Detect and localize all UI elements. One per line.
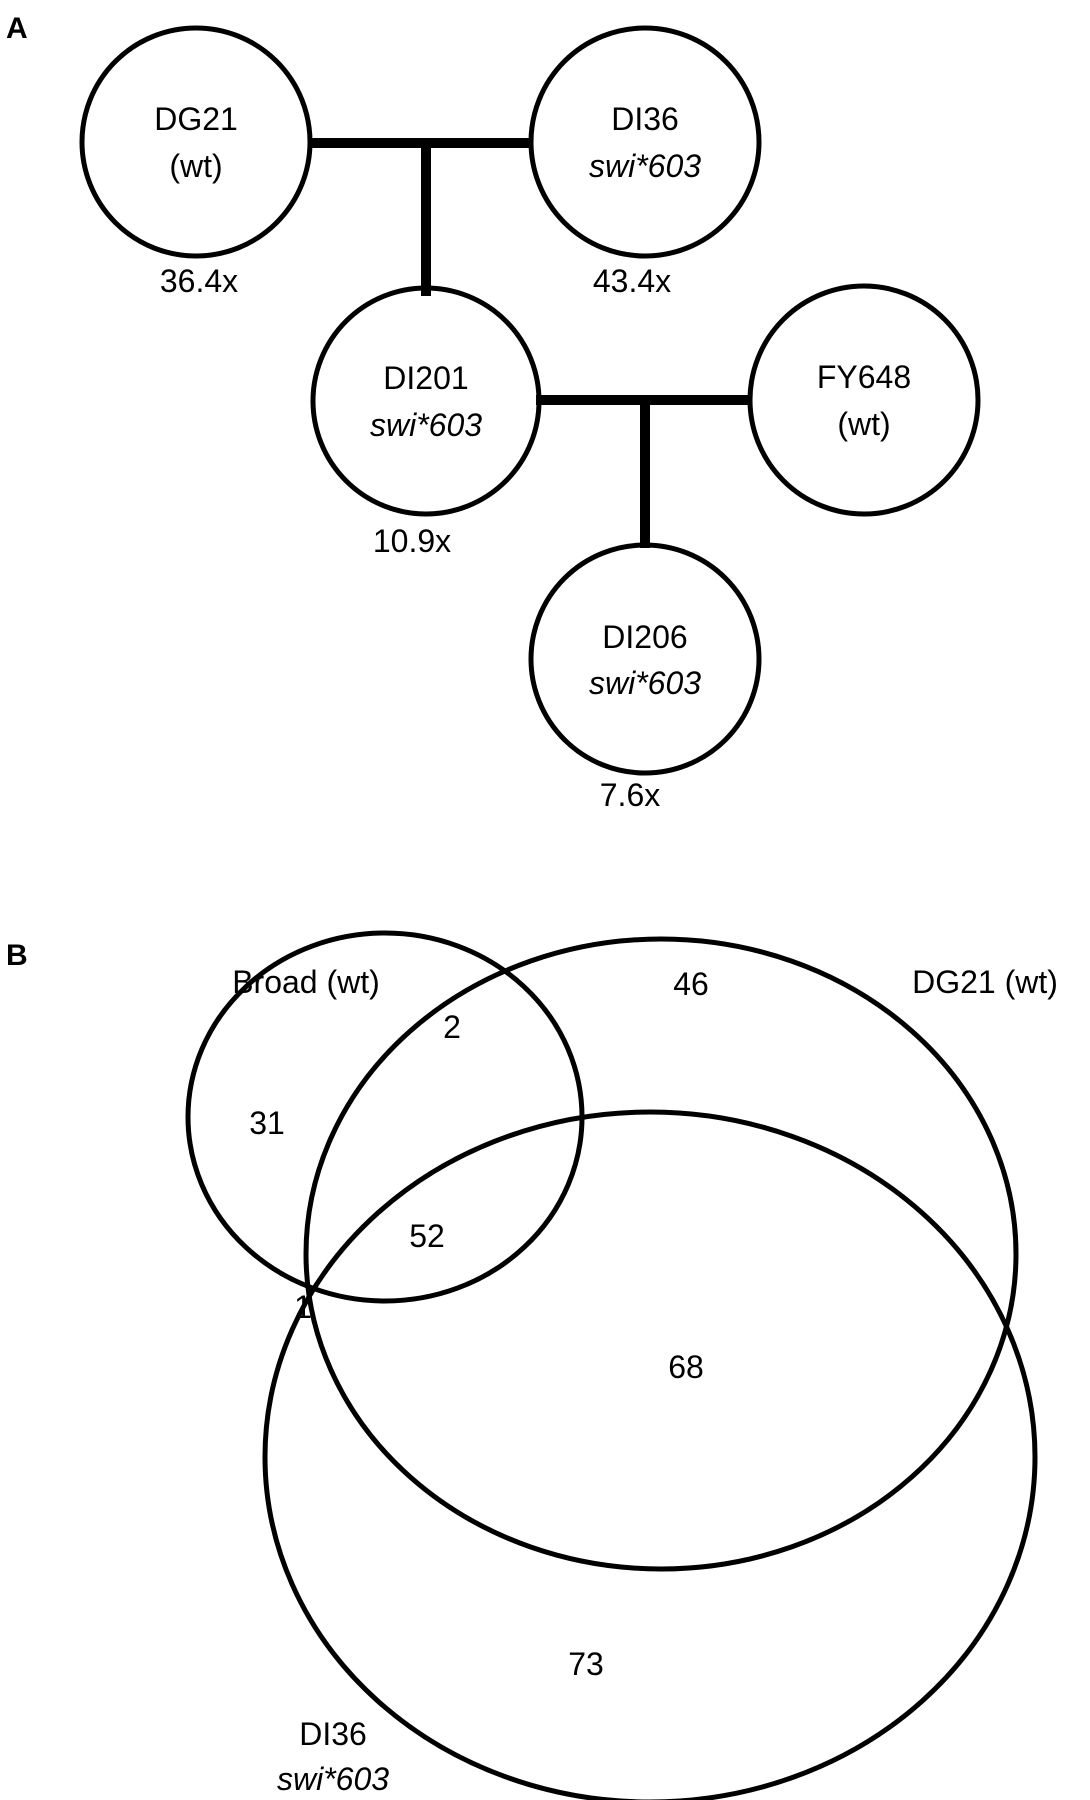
strain-coverage: 36.4x [160, 263, 238, 299]
strain-node-dg21: DG21 (wt) 36.4x [79, 25, 313, 299]
strain-name: DI206 [602, 619, 687, 655]
venn-set-dg21 [303, 936, 1019, 1572]
venn-count-di36-only: 73 [568, 1646, 604, 1682]
strain-coverage: 10.9x [373, 523, 451, 559]
strain-node-di206: DI206 swi*603 7.6x [528, 542, 762, 813]
venn-count-broad-di36: 1 [294, 1289, 312, 1325]
venn-count-broad-dg21: 2 [443, 1009, 461, 1045]
venn-count-broad-only: 31 [249, 1105, 285, 1141]
strain-coverage: 7.6x [600, 777, 660, 813]
venn-count-all-three: 52 [409, 1218, 445, 1254]
panel-b-label: B [6, 939, 28, 972]
panel-a-label: A [6, 12, 28, 45]
strain-genotype: swi*603 [370, 407, 482, 443]
strain-coverage: 43.4x [593, 263, 671, 299]
strain-name: DI201 [383, 360, 468, 396]
venn-label-di36: DI36 [299, 1716, 367, 1752]
strain-name: FY648 [817, 359, 911, 395]
strain-circle [310, 285, 542, 517]
strain-circle [79, 25, 313, 259]
strain-node-di36: DI36 swi*603 43.4x [528, 25, 762, 299]
strain-node-fy648: FY648 (wt) [747, 283, 981, 517]
strain-circle [747, 283, 981, 517]
strain-genotype: (wt) [837, 406, 890, 442]
strain-node-di201: DI201 swi*603 10.9x [310, 285, 542, 559]
venn-count-dg21-only: 46 [673, 966, 709, 1002]
strain-circle [528, 542, 762, 776]
venn-count-dg21-di36: 68 [668, 1349, 704, 1385]
strain-genotype: (wt) [169, 148, 222, 184]
strain-name: DI36 [611, 101, 679, 137]
strain-circle [528, 25, 762, 259]
venn-label-dg21: DG21 (wt) [912, 964, 1058, 1000]
strain-name: DG21 [154, 101, 238, 137]
strain-genotype: swi*603 [589, 148, 701, 184]
venn-label-broad: Broad (wt) [232, 964, 380, 1000]
venn-label-di36-genotype: swi*603 [277, 1761, 389, 1797]
strain-genotype: swi*603 [589, 665, 701, 701]
venn-set-di36 [262, 1109, 1038, 1800]
